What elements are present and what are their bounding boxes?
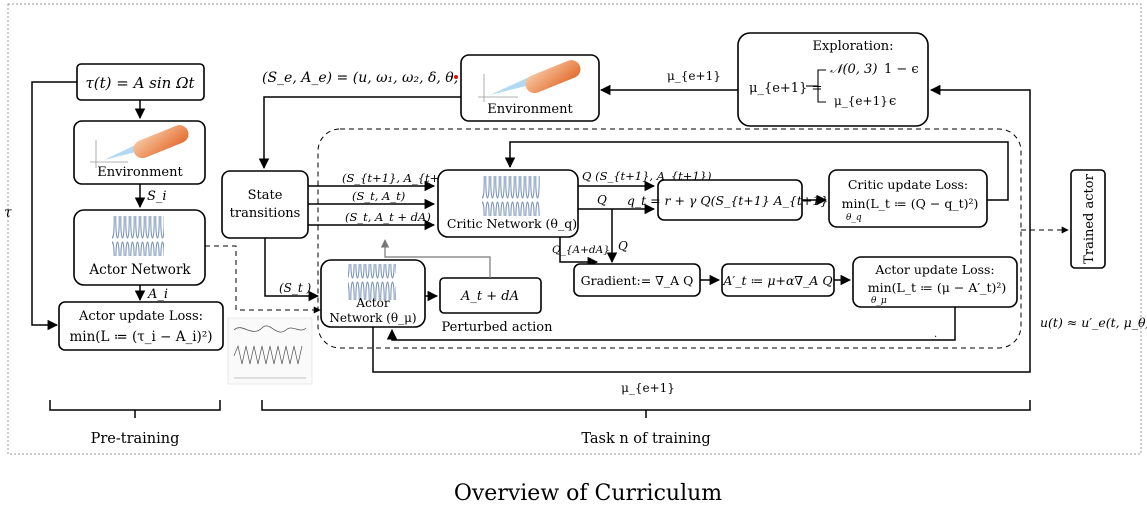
gradient-box: Gradient:= ∇_A Q [573,263,701,297]
critic-loss-box: Critic update Loss: min(L_t ≔ (Q − q_t)²… [828,169,988,228]
exploration-box: Exploration: μ_{e+1} = 𝒩(0, 3) 1 − ϵ μ_{… [737,32,929,127]
perturbed-action-formula: A_t + dA [460,289,519,304]
mu-top-label: μ_{e+1} [667,69,721,83]
exploration-title: Exploration: [812,39,893,54]
pretrain-loss-formula: min(L ≔ (τ_i − A_i)²) [69,329,212,345]
training-actor-illustration [348,264,396,300]
exploration-mu-case: μ_{e+1} [834,94,888,108]
perturbed-action-box: A_t + dA [439,277,542,314]
state-transitions-line2: transitions [230,206,301,221]
q-current-label: Q [597,193,607,207]
q-gradient-label: Q [618,239,628,253]
critic-loss-sub: θ_q [846,213,862,223]
edge-st-label: (S_t ) [279,281,312,295]
state-transitions-box: State transitions [221,170,309,239]
perturbed-action-caption: Perturbed action [442,320,554,335]
trained-actor-box: Trained actor [1070,169,1106,269]
actor-loss-sub: θ_μ [871,296,887,306]
gradient-formula: Gradient:= ∇_A Q [581,273,694,288]
training-actor-line2: Network (θ_μ) [329,311,416,325]
u-approx-formula: u(t) ≈ u′_e(t, μ_θ) [1040,315,1147,330]
pretrain-state-label: S_i [147,189,167,204]
training-actor-line1: Actor [355,296,389,310]
pretrain-actor-box: Actor Network [73,209,206,286]
training-environment-box: Environment [460,54,600,122]
actor-loss-box: Actor update Loss: min(L_t ≔ (μ − A′_t)²… [852,256,1018,308]
critic-loss-formula: min(L_t ≔ (Q − q_t)²) [842,196,979,211]
a-prime-formula: A′_t ≔ μ+α∇_A Q [722,273,832,288]
pretrain-action-label: A_i [147,287,168,302]
dot-mark: . [934,329,937,340]
q-target-box: q_t = r + γ Q(S_{t+1} A_{t+1}) [627,179,833,221]
training-environment-label: Environment [487,102,573,117]
pretrain-tau-label: τ [4,205,12,221]
edge-current-state: (S_t, A_t) [352,189,405,203]
a-prime-box: A′_t ≔ μ+α∇_A Q [721,263,835,297]
training-loop-region [317,128,1022,349]
signal-formula: τ(t) = A sin Ωt [85,74,195,92]
mu-bottom-label: μ_{e+1} [621,381,675,395]
actor-loss-title: Actor update Loss: [874,262,994,277]
trajectory-thumbnail [227,317,313,385]
q-target-formula: q_t = r + γ Q(S_{t+1} A_{t+1}) [627,193,833,208]
critic-network-box: Critic Network (θ_q) [437,169,579,238]
exploration-prob1: 1 − ϵ [884,62,919,77]
pretrain-environment-label: Environment [97,165,183,180]
pretrain-loss-box: Actor update Loss: min(L ≔ (τ_i − A_i)²) [58,301,224,351]
diagram-caption: Overview of Curriculum [454,481,722,506]
training-bracket-label: Task n of training [581,431,710,447]
state-transitions-line1: State [248,188,283,203]
state-tuple: (S_e, A_e) = (u, ω₁, ω₂, δ, θ, u′_e(t)) [262,70,512,86]
red-dot [454,75,458,79]
critic-network-label: Critic Network (θ_q) [447,216,577,231]
q-da-label: Q_{A+dA} [552,244,610,256]
trained-actor-label: Trained actor [1082,173,1097,263]
edge-perturbed-state: (S_t, A_t + dA) [345,210,431,224]
environment-illustration [90,125,189,168]
figure-frame [7,3,1142,455]
signal-box: τ(t) = A sin Ωt [76,63,205,101]
critic-network-illustration [482,176,540,216]
exploration-prob2: ϵ [889,94,896,109]
exploration-normal: 𝒩(0, 3) [830,62,877,77]
pretrain-loss-title: Actor update Loss: [78,309,203,324]
edge-next-state: (S_{t+1}, A_{t+1}) [342,171,458,185]
environment-illustration-2 [478,60,581,102]
pretrain-actor-label: Actor Network [88,262,191,278]
pretrain-bracket-label: Pre-training [91,431,180,447]
pretrain-environment-box: Environment [73,120,206,185]
training-actor-box: Actor Network (θ_μ) [320,259,426,328]
actor-loss-formula: min(L_t ≔ (μ − A′_t)²) [868,280,1007,295]
exploration-mu-lhs: μ_{e+1} = [749,81,822,96]
critic-loss-title: Critic update Loss: [848,177,968,192]
actor-network-illustration [112,216,164,256]
